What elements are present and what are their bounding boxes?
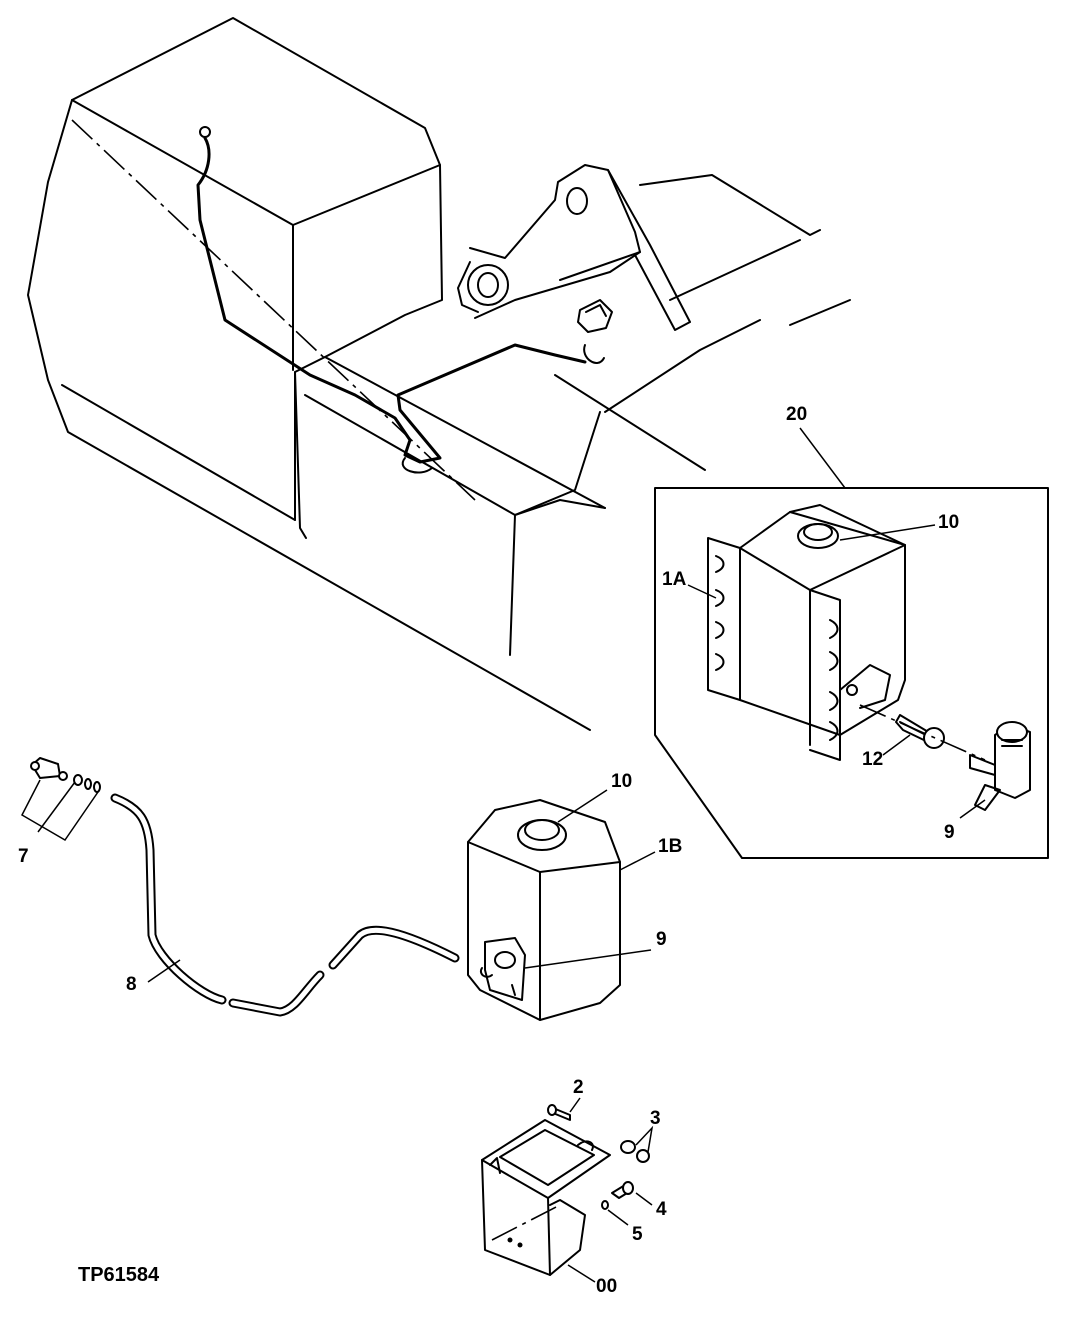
callout-screw: 4: [656, 1199, 667, 1220]
washer-nozzle: [21, 757, 101, 841]
callout-bracket-screw: 2: [573, 1077, 584, 1098]
callout-kit: 20: [786, 404, 807, 425]
callout-cap-main: 10: [611, 771, 632, 792]
figure-id: TP61584: [78, 1264, 160, 1286]
callout-tank-main: 1B: [658, 836, 682, 857]
callout-nut: 3: [650, 1108, 661, 1129]
washer-tank: [467, 789, 656, 1021]
callout-cover: 00: [596, 1276, 617, 1297]
callout-hose: 8: [126, 974, 137, 995]
tank-cover: [481, 1097, 654, 1283]
callout-labels: 20 10 1A 12 9 10 1B 9 7 8 2 3 4 5 00 TP6…: [18, 404, 959, 1297]
callout-bracket-inset: 1A: [662, 569, 687, 590]
callout-bolt-inset: 12: [862, 749, 883, 770]
callout-elbow-inset: 9: [944, 822, 955, 843]
callout-washer: 5: [632, 1224, 643, 1245]
washer-hose: [110, 793, 460, 1017]
callout-cap-inset: 10: [938, 512, 959, 533]
callout-nozzle: 7: [18, 846, 29, 867]
callout-elbow-main: 9: [656, 929, 667, 950]
kit-inset: [654, 427, 1049, 859]
machine-upper-structure: [27, 17, 851, 731]
